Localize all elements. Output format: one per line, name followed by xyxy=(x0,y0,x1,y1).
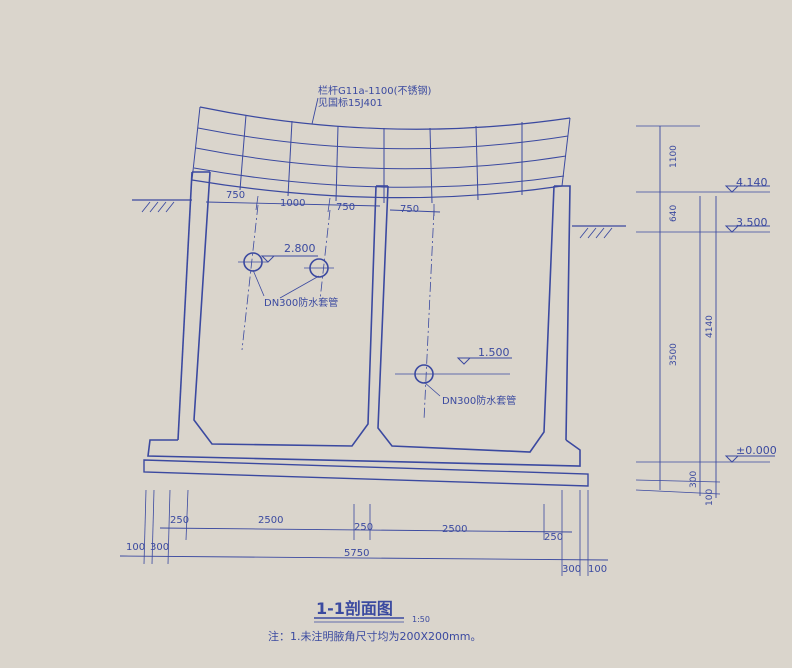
dim-1000: 1000 xyxy=(280,198,305,209)
dim-5750: 5750 xyxy=(344,548,369,559)
drawing-note: 注：1.未注明腋角尺寸均为200X200mm。 xyxy=(268,629,481,643)
bottom-dimensions xyxy=(119,489,609,576)
railing-standard: 见国标15J401 xyxy=(318,97,383,109)
level-ground: 3.500 xyxy=(736,216,768,229)
railing-grid xyxy=(191,97,571,204)
dim-2500-a: 2500 xyxy=(258,515,283,526)
level-top: 4.140 xyxy=(736,176,768,189)
top-dimension-line xyxy=(205,195,441,216)
pipe-label-right: DN300防水套管 xyxy=(442,394,516,407)
dim-300-bottom-right: 300 xyxy=(562,564,581,575)
drawing-title: 1-1剖面图 xyxy=(316,599,393,618)
dim-640: 640 xyxy=(669,205,679,222)
ground-right xyxy=(572,225,626,239)
dim-250-a: 250 xyxy=(170,515,189,526)
dim-100-left: 100 xyxy=(126,542,145,553)
dim-100-bottom-right: 100 xyxy=(588,564,607,575)
dim-750-right: 750 xyxy=(400,204,419,215)
dim-250-b: 250 xyxy=(354,522,373,533)
dim-3500: 3500 xyxy=(669,343,679,366)
level-pipe-right: 1.500 xyxy=(478,346,510,359)
dim-100-right: 100 xyxy=(705,489,715,506)
level-pipe-left: 2.800 xyxy=(284,242,316,255)
drawing-scale: 1:50 xyxy=(412,615,430,624)
dim-300-left: 300 xyxy=(150,542,169,553)
pipe-left-b xyxy=(304,258,334,278)
ground-left xyxy=(132,199,192,213)
dim-250-c: 250 xyxy=(544,532,563,543)
dim-4140: 4140 xyxy=(705,315,715,338)
dim-750-mid: 750 xyxy=(336,202,355,213)
dim-2500-b: 2500 xyxy=(442,524,467,535)
dim-1100: 1100 xyxy=(669,145,679,168)
level-base: ±0.000 xyxy=(736,444,777,457)
dim-300-right: 300 xyxy=(689,471,699,488)
pipe-label-left: DN300防水套管 xyxy=(264,296,338,309)
pipe-right xyxy=(395,364,510,384)
tank-structure xyxy=(143,171,589,487)
right-dimensions xyxy=(635,125,775,498)
dim-750-left: 750 xyxy=(226,190,245,201)
railing-label: 栏杆G11a-1100(不锈钢) xyxy=(318,84,432,97)
